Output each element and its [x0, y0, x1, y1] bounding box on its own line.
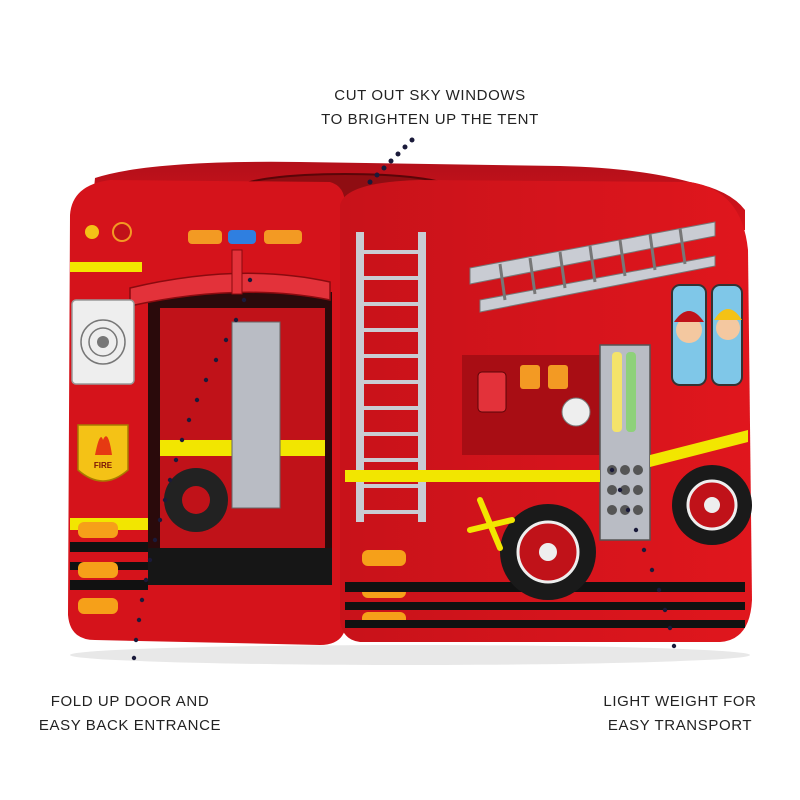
leader-right: [609, 467, 677, 649]
leader-top: [367, 137, 415, 185]
leader-left: [131, 277, 253, 661]
side-ladder: [356, 232, 426, 522]
light-orange-left: [188, 230, 222, 244]
caption-fold-up-door: FOLD UP DOOR AND EASY BACK ENTRANCE: [20, 690, 240, 738]
caption-left-line1: FOLD UP DOOR AND: [50, 693, 210, 710]
front-stripe: [70, 262, 142, 272]
roof-ladder: [469, 221, 716, 313]
wheel-rear: [500, 504, 596, 600]
caption-sky-windows: CUT OUT SKY WINDOWS TO BRIGHTEN UP THE T…: [300, 84, 560, 132]
light-orange-right: [264, 230, 302, 244]
caption-top-line2: TO BRIGHTEN UP THE TENT: [321, 111, 539, 128]
front-headlight-left: [78, 522, 118, 538]
caption-light-weight: LIGHT WEIGHT FOR EASY TRANSPORT: [580, 690, 780, 738]
rolled-door: [129, 272, 331, 307]
caption-left-line2: EASY BACK ENTRANCE: [38, 717, 222, 734]
caption-right-line1: LIGHT WEIGHT FOR: [603, 693, 757, 710]
side-stripe-yellow: [345, 470, 600, 482]
light-blue: [228, 230, 256, 244]
caption-top-line1: CUT OUT SKY WINDOWS: [334, 87, 526, 104]
wheel-front: [672, 465, 752, 545]
caption-right-line2: EASY TRANSPORT: [607, 717, 753, 734]
fire-badge-text: FIRE: [94, 461, 113, 470]
